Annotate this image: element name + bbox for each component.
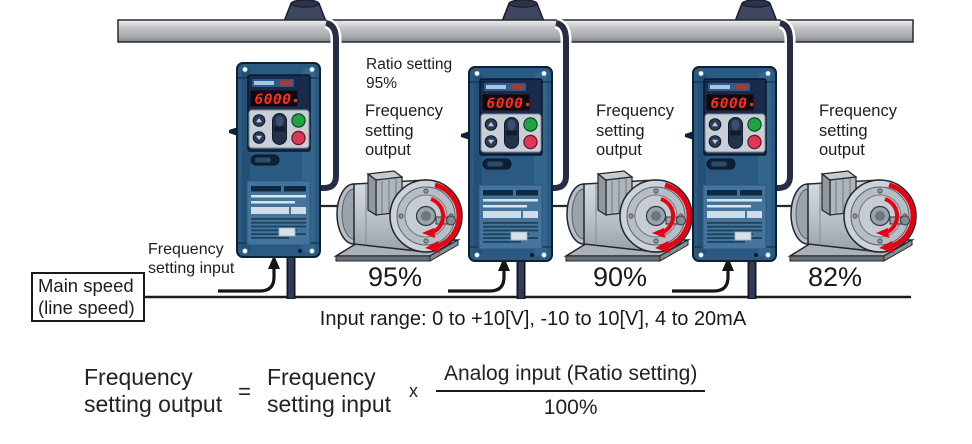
freq-input-arrows bbox=[218, 268, 730, 293]
ratio-setting-cables bbox=[318, 17, 796, 194]
motor-2 bbox=[566, 171, 692, 261]
formula-rhs: Frequency setting input bbox=[266, 364, 391, 417]
motor-1 bbox=[336, 171, 462, 261]
freq-input-label: Frequency setting input bbox=[148, 241, 235, 277]
equals-sign: = bbox=[238, 378, 251, 404]
line-roller-2 bbox=[501, 0, 545, 23]
line-roller-1 bbox=[283, 0, 327, 23]
ratio-formula: Frequency setting output = Frequency set… bbox=[84, 354, 706, 428]
ratio-percent-1: 95% bbox=[367, 262, 423, 292]
inverter-2 bbox=[460, 66, 553, 262]
motor-3 bbox=[790, 171, 916, 261]
cable-to-inverter-2 bbox=[548, 20, 569, 191]
ratio-setting-label-line2: 95% bbox=[366, 75, 398, 92]
freq-input-arrowheads bbox=[268, 255, 734, 271]
cable-to-inverter-1 bbox=[318, 20, 339, 191]
fraction-numerator: Analog input (Ratio setting) bbox=[436, 362, 706, 392]
formula-fraction: Analog input (Ratio setting) 100% bbox=[436, 362, 706, 420]
ratio-setting-label: Ratio setting 95% bbox=[366, 55, 452, 93]
main-speed-box: Main speed (line speed) bbox=[31, 272, 145, 322]
freq-output-label-1: Frequency setting output bbox=[365, 102, 443, 159]
cable-to-inverter-3 bbox=[772, 20, 793, 191]
freq-output-label-3: Frequency setting output bbox=[819, 102, 897, 159]
line-roller-3 bbox=[734, 0, 778, 23]
inverter-3 bbox=[684, 66, 777, 262]
formula-lhs: Frequency setting output bbox=[84, 364, 223, 417]
main-speed-line2: (line speed) bbox=[38, 297, 135, 318]
inverter-1 bbox=[228, 62, 321, 258]
fraction-denominator: 100% bbox=[543, 396, 598, 419]
input-range-note: Input range: 0 to +10[V], -10 to 10[V], … bbox=[319, 308, 747, 330]
ratio-percent-2: 90% bbox=[592, 262, 648, 292]
ratio-setting-label-line1: Ratio setting bbox=[366, 56, 453, 73]
freq-output-label-2: Frequency setting output bbox=[596, 102, 674, 159]
ratio-percent-3: 82% bbox=[807, 262, 863, 292]
input-drop-cables bbox=[286, 256, 757, 299]
line-shaft-bar bbox=[117, 19, 914, 43]
multiply-sign: x bbox=[409, 380, 418, 401]
main-speed-line1: Main speed bbox=[38, 275, 134, 296]
